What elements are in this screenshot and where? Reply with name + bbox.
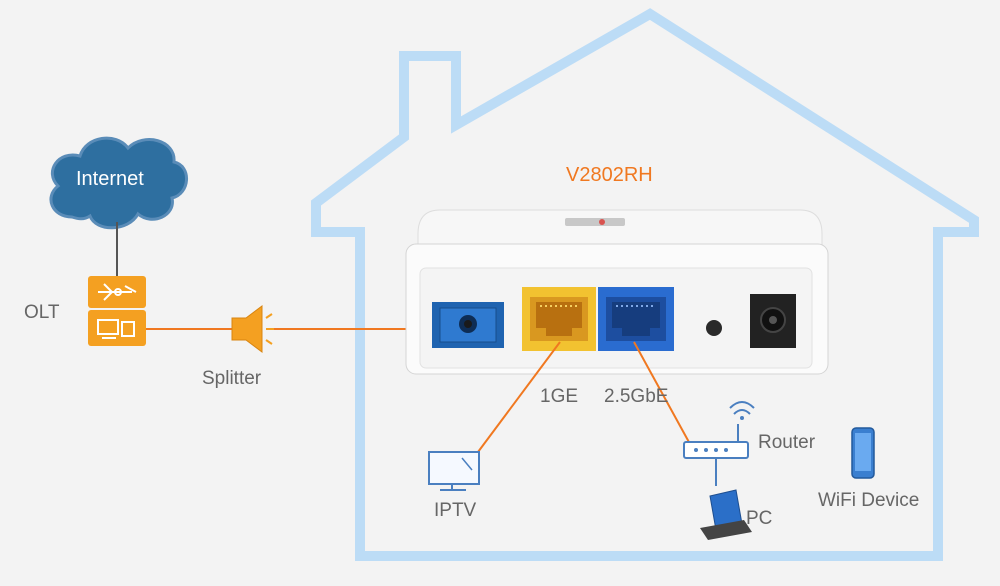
house-outline bbox=[311, 8, 979, 561]
ge-iptv-link bbox=[477, 341, 561, 453]
internet-label: Internet bbox=[76, 168, 144, 190]
iptv-label: IPTV bbox=[434, 500, 477, 521]
olt-label: OLT bbox=[24, 302, 60, 323]
internet-cloud-icon bbox=[49, 136, 188, 230]
ge25-port-label: 2.5GbE bbox=[604, 386, 669, 407]
splitter-label: Splitter bbox=[202, 368, 262, 389]
ge-port-label: 1GE bbox=[540, 386, 579, 407]
wifi-device-icon bbox=[851, 427, 875, 479]
ge25-router-link bbox=[633, 341, 691, 445]
ont-device-icon bbox=[405, 209, 829, 375]
page-title: V2802RH bbox=[566, 164, 653, 186]
reset-button-icon bbox=[706, 320, 722, 336]
router-icon bbox=[683, 401, 755, 486]
pc-laptop-icon bbox=[700, 489, 752, 540]
iptv-monitor-icon bbox=[428, 451, 480, 491]
splitter-icon bbox=[231, 305, 274, 353]
wifi-device-label: WiFi Device bbox=[818, 490, 920, 511]
pc-label: PC bbox=[746, 508, 773, 529]
router-label: Router bbox=[758, 432, 816, 453]
olt-icon bbox=[88, 276, 146, 346]
